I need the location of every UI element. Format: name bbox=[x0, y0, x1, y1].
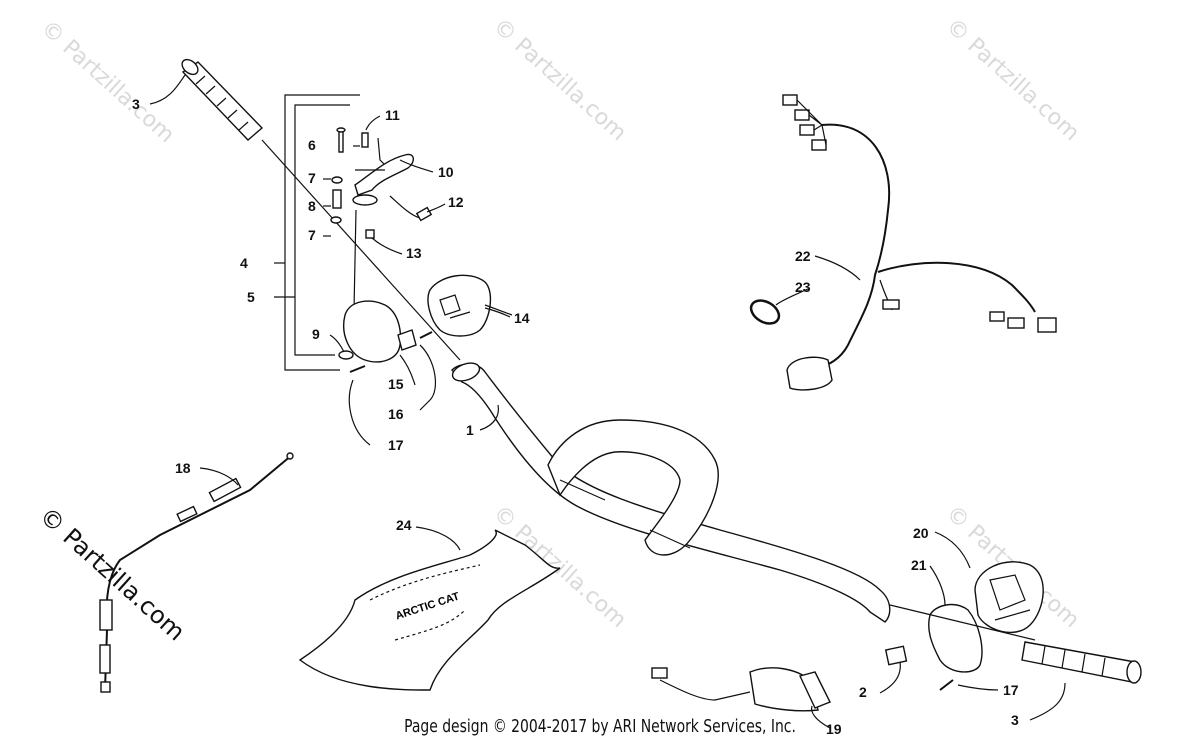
callout-14: 14 bbox=[514, 310, 530, 326]
watermark-top-right: © Partzilla.com bbox=[941, 14, 1084, 146]
callout-7-lower: 7 bbox=[308, 227, 316, 243]
grip-left bbox=[181, 58, 461, 361]
watermarks: © Partzilla.com © Partzilla.com © Partzi… bbox=[34, 14, 1084, 647]
callout-3-top: 3 bbox=[132, 96, 140, 112]
ring-clip bbox=[749, 299, 781, 325]
callout-10: 10 bbox=[438, 164, 454, 180]
page-footer-copyright: Page design © 2004-2017 by ARI Network S… bbox=[404, 716, 796, 737]
callout-18: 18 bbox=[175, 460, 191, 476]
watermark-top-left: © Partzilla.com bbox=[36, 16, 179, 148]
callout-5: 5 bbox=[247, 289, 255, 305]
callout-12: 12 bbox=[448, 194, 464, 210]
callout-24: 24 bbox=[396, 517, 412, 533]
handlebar-pad: ARCTIC CAT bbox=[298, 529, 561, 691]
callout-23: 23 bbox=[795, 279, 811, 295]
throttle-cable bbox=[99, 452, 294, 693]
callout-21: 21 bbox=[911, 557, 927, 573]
callout-7-upper: 7 bbox=[308, 170, 316, 186]
callout-9: 9 bbox=[312, 326, 320, 342]
grip-right bbox=[1021, 641, 1142, 684]
callout-16: 16 bbox=[388, 406, 404, 422]
end-cap bbox=[884, 645, 908, 666]
switch-housing-left bbox=[427, 274, 513, 337]
brake-lever-parts bbox=[330, 127, 433, 311]
wiring-harness bbox=[782, 94, 1057, 391]
heater-element bbox=[651, 667, 831, 712]
bracket-lines bbox=[274, 94, 360, 371]
callout-15: 15 bbox=[388, 376, 404, 392]
callout-17-right: 17 bbox=[1003, 682, 1019, 698]
callout-19: 19 bbox=[826, 721, 842, 737]
callout-11: 11 bbox=[385, 107, 400, 123]
leader-lines bbox=[149, 74, 1066, 729]
throttle-housing bbox=[338, 300, 437, 446]
callout-8: 8 bbox=[308, 198, 316, 214]
switch-housing-right bbox=[889, 561, 1044, 691]
callout-labels: 3 6 7 8 7 11 10 12 13 4 5 14 9 15 16 17 … bbox=[132, 96, 1019, 737]
callout-4: 4 bbox=[240, 255, 248, 271]
callout-17-left: 17 bbox=[388, 437, 404, 453]
callout-1: 1 bbox=[466, 422, 474, 438]
callout-13: 13 bbox=[406, 245, 422, 261]
callout-22: 22 bbox=[795, 248, 811, 264]
watermark-top-center: © Partzilla.com bbox=[488, 14, 631, 146]
callout-3-bottom: 3 bbox=[1011, 712, 1019, 728]
callout-6: 6 bbox=[308, 137, 316, 153]
callout-2: 2 bbox=[859, 684, 867, 700]
callout-20: 20 bbox=[913, 525, 929, 541]
handlebar bbox=[451, 362, 891, 623]
